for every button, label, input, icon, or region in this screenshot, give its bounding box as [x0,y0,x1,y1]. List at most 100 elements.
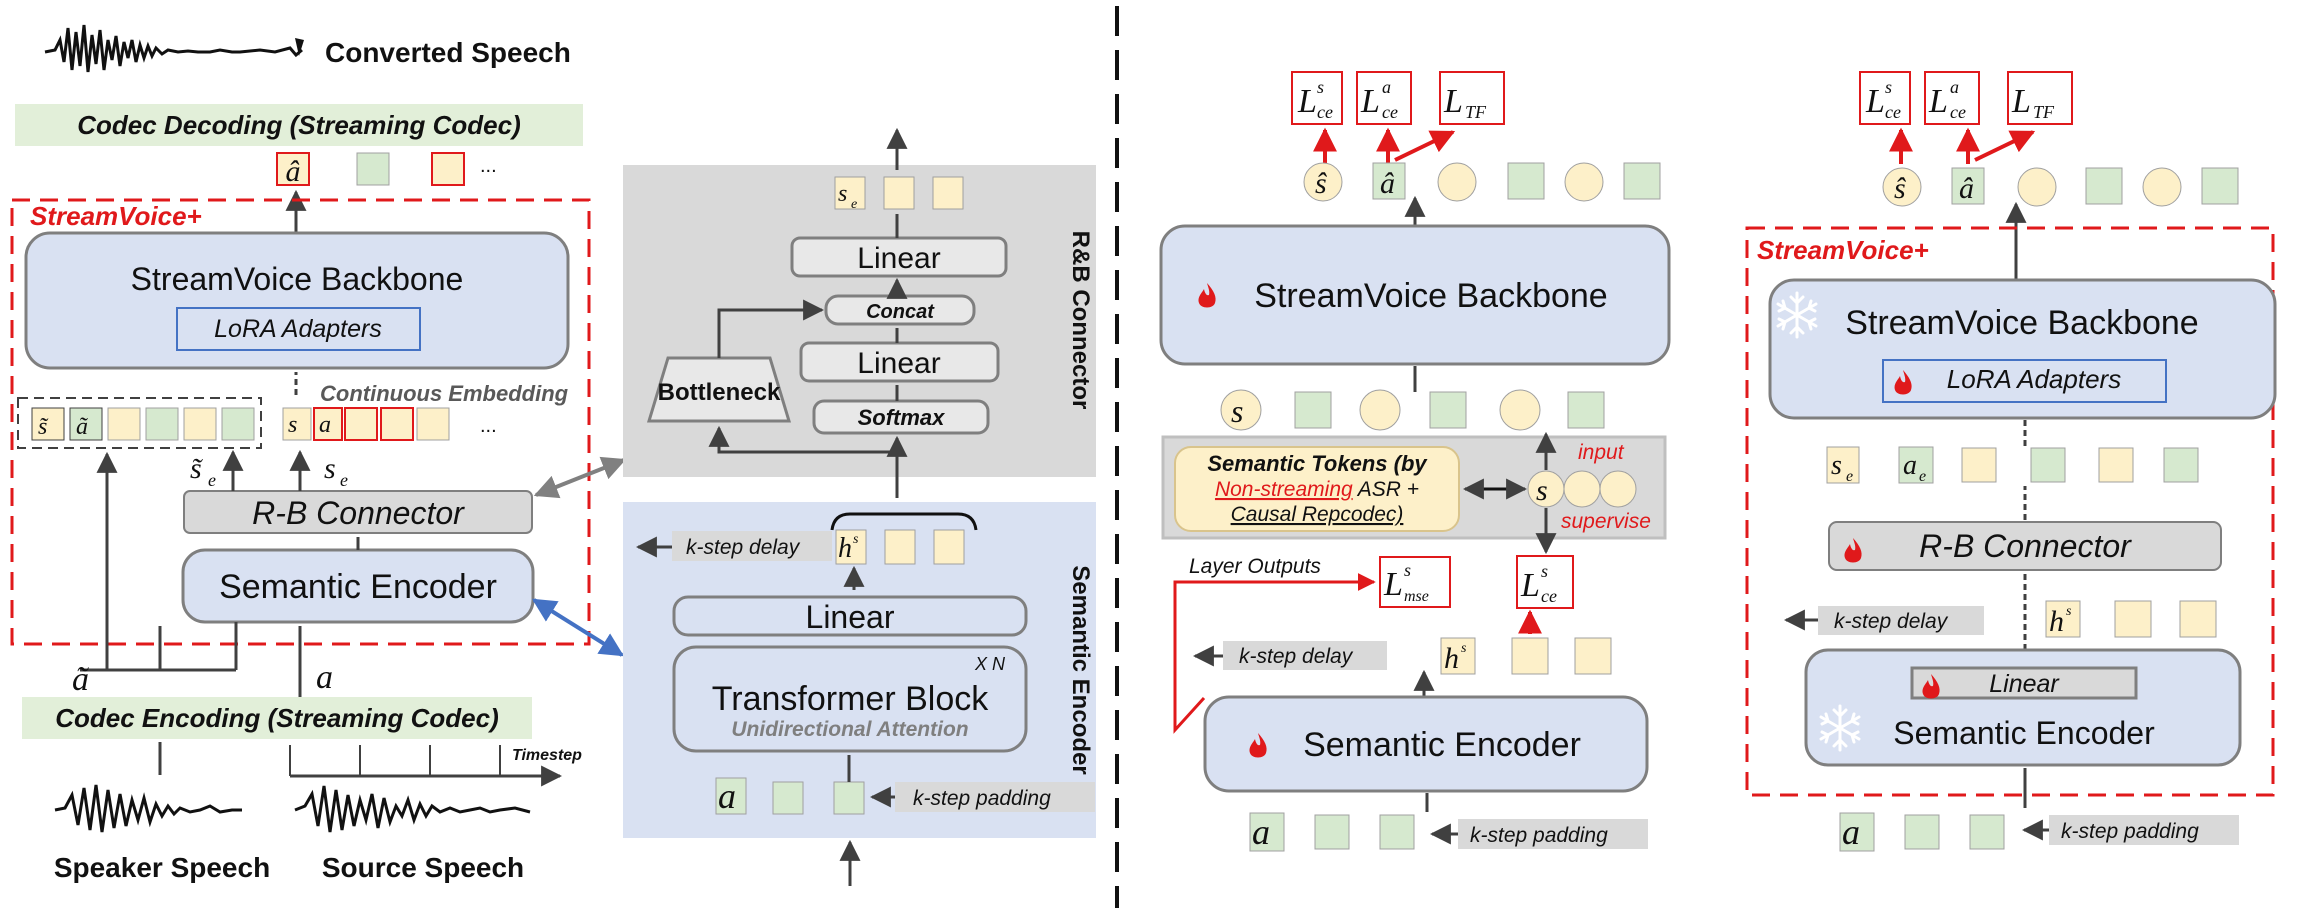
k-step-padding-tag [895,782,1095,812]
non-streaming-text: Non-streaming [1215,478,1353,501]
input-token [1567,391,1605,429]
codec-encoding-band [22,697,532,739]
hs-token [2045,600,2081,638]
sub-ce: ce [1317,102,1333,122]
sub-e: e [340,470,348,490]
se-token [282,407,312,441]
semantic-encoder-label: Semantic Encoder [1893,715,2155,751]
ae-tilde-text: ã [76,414,88,440]
output-token [1437,162,1477,202]
s-hat-token [1303,162,1343,202]
sub-e: e [1846,468,1853,485]
middle-panel: R&B Connector s e Linear Concat Linear S… [623,127,1096,886]
source-speech-label: Source Speech [322,852,524,883]
source-token [344,407,378,441]
sup-s: s [2066,604,2072,619]
backbone-box [24,231,570,370]
hs-token [1574,637,1612,675]
s-text: s [1231,393,1243,429]
hs-token [835,529,867,565]
semantic-token [1563,470,1601,508]
semantic-token [1599,470,1637,508]
semantic-tokens-l1: Semantic Tokens (by [1207,451,1428,476]
output-token [1623,162,1661,200]
linear-top-box [790,236,1008,278]
sup-a: a [1950,77,1959,97]
loss-box [1516,555,1574,609]
layer-outputs-label: Layer Outputs [1189,555,1321,578]
rb-connector-label: R-B Connector [1919,528,2132,564]
decoded-token [431,152,465,186]
k-step-delay-label: k-step delay [1239,645,1354,668]
speaker-token [221,407,255,441]
streamvoice-plus-label: StreamVoice+ [30,201,202,231]
sub-ce: ce [1950,102,1966,122]
rb-connector-title: R&B Connector [1067,231,1094,410]
L-text: L [2011,83,2031,120]
sub-mse: mse [1404,588,1429,605]
ae-token [313,407,343,441]
sup-s: s [1885,77,1892,97]
linear-label: Linear [1989,670,2060,698]
linear-se-box [672,595,1028,637]
hs-token [2114,600,2152,638]
semantic-tokens-l2: Non-streaming ASR + [1215,478,1419,501]
waveform-icon [44,24,304,73]
k-step-delay-label: k-step delay [1834,610,1949,633]
bottleneck-label: Bottleneck [658,379,781,406]
a-input-token [1839,812,1875,852]
waveform-icon [54,784,242,833]
loss-box [1291,71,1343,125]
lora-label: LoRA Adapters [1947,364,2121,394]
codec-encoding-label: Codec Encoding (Streaming Codec) [55,703,499,733]
output-token [1507,162,1545,200]
bottleneck-shape [646,356,792,423]
lora-box [1882,359,2167,403]
a-hat-token [276,152,310,186]
sup-s: s [853,532,859,547]
k-step-delay-label: k-step delay [686,536,801,559]
k-step-padding-tag [1458,819,1648,849]
se-output-token [834,176,866,210]
input-token [1429,391,1467,429]
input-token [1359,389,1401,431]
output-token [2142,167,2182,207]
left-panel: Converted Speech Codec Decoding (Streami… [10,24,627,883]
semantic-encoder-label: Semantic Encoder [219,568,497,606]
se-label: s [324,452,336,485]
output-token [2201,167,2239,205]
k-step-padding-label: k-step padding [913,787,1051,810]
unidirectional-label: Unidirectional Attention [731,718,968,741]
backbone-label: StreamVoice Backbone [131,261,464,297]
sup-s: s [1541,561,1548,581]
sub-ce: ce [1885,102,1901,122]
right-panel-1: L s ce L a ce L TF ŝ â StreamVoice Backb… [1159,71,1671,852]
a-hat-text: â [1380,167,1395,200]
source-token [380,407,414,441]
ae-token [1898,446,1934,484]
transformer-block-label: Transformer Block [712,680,989,718]
se-tilde-label: s̃ [190,452,203,485]
sub-e: e [851,197,857,212]
sub-TF: TF [2033,102,2055,122]
k-step-delay-tag [1223,641,1387,670]
a-text: a [1252,812,1270,852]
a-tilde-label: ã [72,661,89,698]
s-text: s [1536,474,1548,507]
semantic-encoder-title: Semantic Encoder [1067,565,1094,774]
lora-box [176,307,421,351]
codec-decoding-band [15,104,583,146]
ellipsis: ... [480,415,497,437]
s-hat-token [1882,167,1922,207]
backbone-box [1159,224,1671,366]
a-text: a [718,776,736,816]
input-token [1379,814,1415,850]
se-token [1826,446,1860,484]
backbone-label: StreamVoice Backbone [1254,277,1607,315]
L-text: L [1360,83,1380,120]
rb-connector-label: R-B Connector [252,495,465,531]
supervise-label: supervise [1561,510,1651,533]
input-token [1314,814,1350,850]
ellipsis: ... [480,155,497,177]
